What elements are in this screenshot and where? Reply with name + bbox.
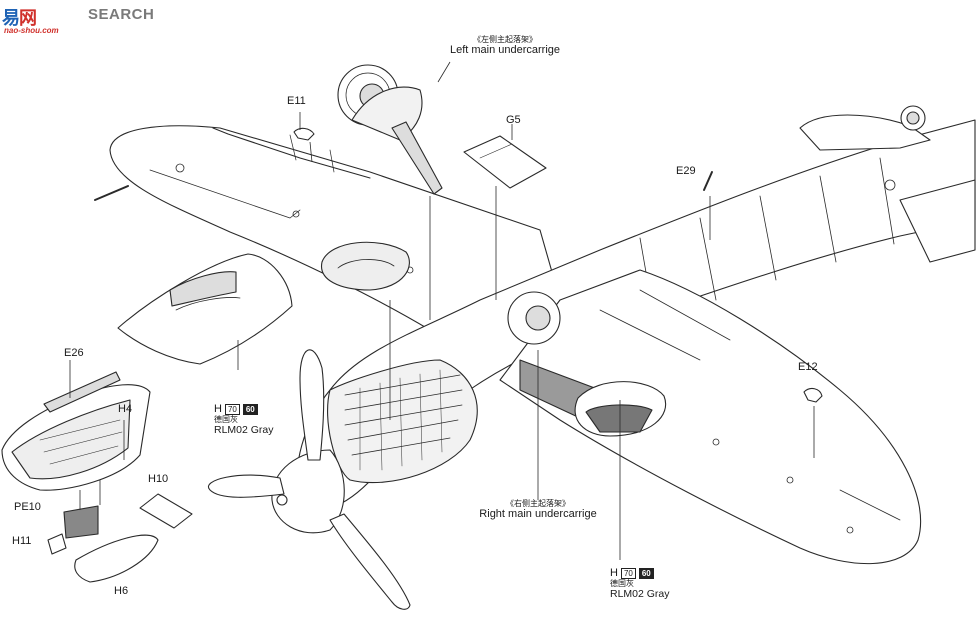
h10-panel (139, 493, 193, 529)
g5-label: G5 (506, 114, 521, 126)
g5-panel (463, 135, 547, 189)
e11-label: E11 (287, 95, 306, 107)
paint-code-a: 70 (620, 567, 636, 579)
e11-part (293, 127, 315, 141)
h10-label: H10 (148, 473, 169, 485)
paint-part-letter: H (214, 403, 222, 415)
right-gear-label-cn: 《右侧主起落架》 (506, 499, 570, 508)
propeller-blade (329, 513, 411, 610)
e12-part (803, 387, 823, 403)
paint-name: RLM02 Gray (214, 424, 274, 436)
paint-name-cn: 德国灰 (610, 579, 634, 588)
paint-callout: H 70 60 德国灰 RLM02 Gray (610, 567, 670, 600)
e26-label: E26 (64, 347, 84, 359)
e12-label: E12 (798, 361, 818, 373)
h11-part (47, 533, 67, 555)
right-gear-label: Right main undercarrige (479, 508, 597, 520)
canopy-part (117, 253, 293, 365)
pe10-grille (63, 505, 99, 539)
left-wing (109, 125, 561, 331)
vertical-tail (799, 114, 931, 151)
paint-name: RLM02 Gray (610, 588, 670, 600)
e29-label: E29 (676, 165, 696, 177)
watermark-logo-main: 易 (2, 8, 20, 28)
propeller-blade (299, 349, 325, 461)
left-gear-label: Left main undercarrige (449, 44, 561, 56)
h4-label: H4 (118, 403, 133, 415)
h6-label: H6 (114, 585, 129, 597)
h11-label: H11 (12, 535, 32, 547)
paint-code-a: 70 (224, 403, 240, 415)
watermark-url: nao-shou.com (4, 26, 59, 35)
pe10-label: PE10 (14, 501, 41, 513)
e26-part (43, 371, 121, 413)
paint-code-b: 60 (242, 403, 258, 415)
paint-part-letter: H (610, 567, 618, 579)
horizontal-stabilizer (899, 179, 976, 263)
watermark-logo-accent: 网 (19, 8, 37, 28)
h6-cover (74, 534, 159, 583)
paint-callout: H 70 60 德国灰 RLM02 Gray (214, 403, 274, 436)
left-gear-label-cn: 《左侧主起落架》 (473, 35, 537, 44)
watermark-search: SEARCH (88, 6, 155, 23)
left-wheel-well (321, 241, 410, 291)
spinner (271, 449, 345, 534)
watermark-logo: 易网 (2, 4, 37, 30)
paint-name-cn: 德国灰 (214, 415, 238, 424)
left-gear-leg (391, 121, 443, 195)
propeller-blade (207, 474, 285, 498)
paint-code-b: 60 (638, 567, 654, 579)
right-wing (499, 269, 922, 565)
